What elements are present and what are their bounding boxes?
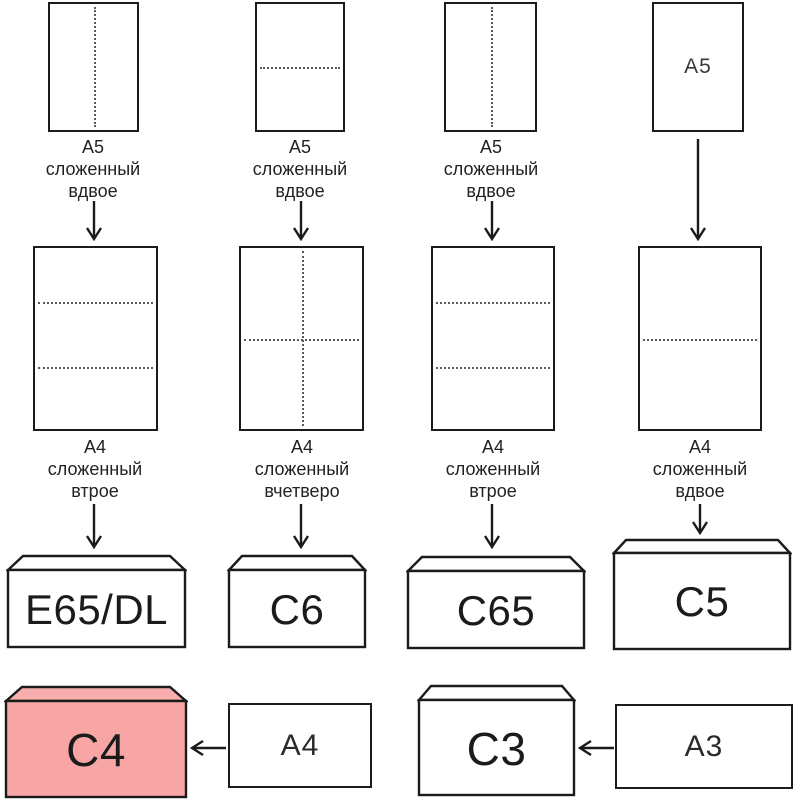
caption-line: A4 — [481, 437, 505, 457]
paper-a5-folded-vertical — [444, 2, 537, 132]
down-arrow — [483, 504, 501, 549]
caption-line: сложенный — [445, 459, 541, 479]
fold-line-horizontal — [436, 367, 550, 370]
fold-line-vertical — [490, 7, 493, 127]
paper-a5-folded-vertical — [48, 2, 139, 132]
envelope-label: E65/DL — [24, 585, 169, 633]
fold-line-horizontal — [436, 302, 550, 305]
envelope-e65dl: E65/DL — [4, 554, 189, 649]
envelope-shape — [226, 554, 368, 649]
paper-a4-folded-thirds — [431, 246, 555, 431]
sheet-label: A3 — [684, 729, 724, 763]
fold-line-horizontal — [260, 67, 340, 69]
caption-a4-vtroe: A4 сложенный втрое — [10, 436, 180, 502]
caption-line: A4 — [83, 437, 107, 457]
paper-a4-folded-quarters — [239, 246, 364, 431]
caption-line: сложенный — [252, 159, 348, 179]
envelope-label: C3 — [466, 722, 527, 775]
envelope-shape — [611, 538, 793, 651]
envelope-label: C5 — [674, 578, 730, 625]
sheet-a3: A3 — [615, 704, 793, 789]
envelope-shape — [416, 684, 577, 797]
left-arrow — [578, 739, 614, 757]
envelope-label: C6 — [269, 585, 325, 633]
envelope-c3: C3 — [416, 684, 577, 797]
caption-line: вдвое — [68, 181, 118, 201]
fold-line-horizontal — [244, 338, 359, 341]
envelope-shape — [2, 685, 190, 799]
paper-inside-label: A5 — [684, 55, 712, 78]
fold-line-vertical — [93, 7, 96, 127]
caption-line: сложенный — [45, 159, 141, 179]
envelope-c4-highlighted: C4 — [2, 684, 190, 799]
down-arrow — [483, 201, 501, 241]
paper-a5-unfolded: A5 — [652, 2, 744, 132]
caption-line: вчетверо — [264, 481, 340, 501]
caption-line: вдвое — [675, 481, 725, 501]
sheet-label: A4 — [280, 728, 320, 762]
down-arrow — [689, 139, 707, 241]
caption-line: втрое — [71, 481, 119, 501]
caption-a5-vdvoe: A5 сложенный вдвое — [406, 136, 576, 202]
caption-line: сложенный — [652, 459, 748, 479]
caption-a4-vchetvero: A4 сложенный вчетверо — [217, 436, 387, 502]
fold-line-horizontal — [38, 302, 153, 305]
down-arrow — [691, 504, 709, 535]
down-arrow — [292, 504, 310, 549]
caption-line: вдвое — [275, 181, 325, 201]
caption-line: A4 — [290, 437, 314, 457]
fold-line-horizontal — [38, 367, 153, 370]
envelope-label: C4 — [66, 724, 126, 776]
envelope-c65: C65 — [405, 555, 587, 650]
sheet-a4: A4 — [228, 703, 372, 788]
caption-line: вдвое — [466, 181, 516, 201]
left-arrow — [190, 739, 226, 757]
paper-a4-folded-thirds — [33, 246, 158, 431]
caption-line: A4 — [688, 437, 712, 457]
caption-line: сложенный — [443, 159, 539, 179]
caption-line: сложенный — [254, 459, 350, 479]
paper-a4-folded-half — [638, 246, 762, 431]
down-arrow — [292, 201, 310, 241]
envelope-shape — [4, 554, 189, 649]
fold-line-horizontal — [643, 338, 757, 341]
caption-line: A5 — [479, 137, 503, 157]
caption-a5-vdvoe: A5 сложенный вдвое — [8, 136, 178, 202]
caption-line: A5 — [81, 137, 105, 157]
caption-a5-vdvoe: A5 сложенный вдвое — [215, 136, 385, 202]
envelope-shape — [405, 555, 587, 650]
caption-a4-vtroe: A4 сложенный втрое — [408, 436, 578, 502]
paper-a5-folded-horizontal — [255, 2, 345, 132]
envelope-label: C65 — [456, 586, 536, 634]
down-arrow — [85, 201, 103, 241]
envelope-c6: C6 — [226, 554, 368, 649]
caption-line: A5 — [288, 137, 312, 157]
envelope-c5: C5 — [611, 538, 793, 651]
caption-a4-vdvoe: A4 сложенный вдвое — [615, 436, 785, 502]
caption-line: втрое — [469, 481, 517, 501]
caption-line: сложенный — [47, 459, 143, 479]
down-arrow — [85, 504, 103, 549]
